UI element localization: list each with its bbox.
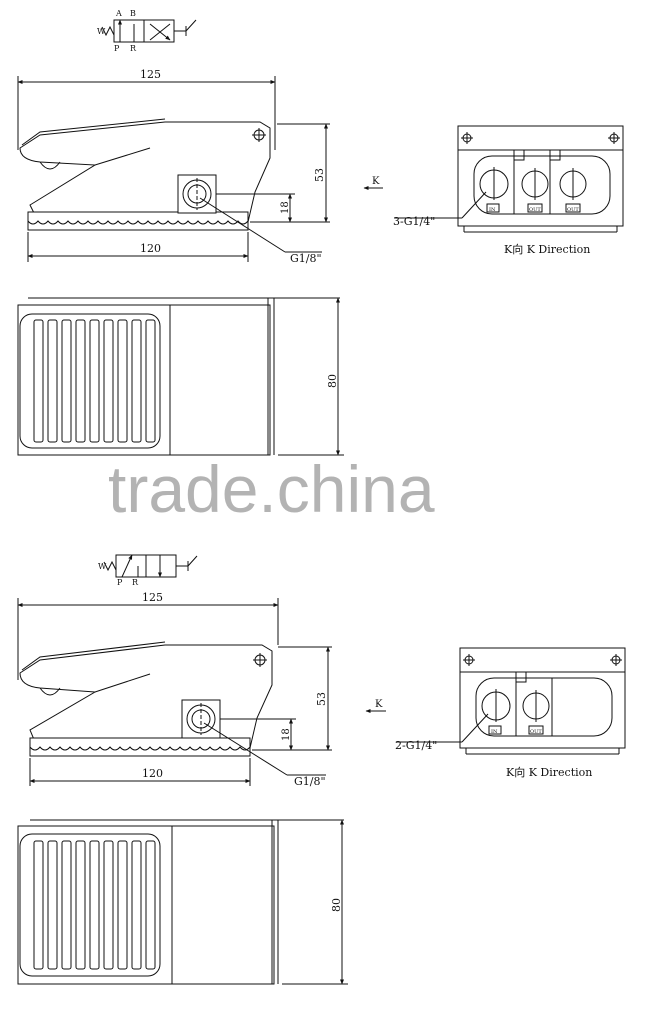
plan-view [17, 819, 348, 985]
k-port-tag-out: OUT [530, 729, 542, 735]
k-port-tag-in: IN [489, 207, 496, 213]
valve-symbol [101, 19, 197, 43]
dim-port-height-18: 18 [280, 201, 291, 214]
watermark: trade.china [108, 452, 435, 526]
plan-view [17, 297, 344, 456]
symbol-port-b: B [130, 9, 136, 18]
k-view-caption: K向 K Direction [504, 242, 590, 256]
k-view-caption: K向 K Direction [506, 765, 592, 779]
pedal-actuator-icon [174, 19, 197, 36]
symbol-port-r: R [130, 44, 137, 53]
symbol-port-w: W [97, 27, 106, 36]
side-view [17, 76, 330, 262]
k-port-callout: 2-G1/4" [395, 739, 437, 752]
port-callout-g18: G1/8" [294, 775, 326, 788]
k-view [395, 125, 624, 233]
k-port-callout: 3-G1/4" [393, 215, 435, 228]
side-view [17, 598, 332, 786]
dim-port-height-18: 18 [281, 728, 292, 741]
dim-width-80: 80 [330, 898, 343, 912]
valve-symbol [103, 554, 198, 578]
symbol-port-r: R [132, 578, 139, 587]
k-port-tag-out-1: OUT [529, 207, 541, 213]
view-three-port: W A B P R [17, 9, 624, 456]
k-port-tag-in: IN [491, 729, 498, 735]
dim-height-53: 53 [315, 692, 328, 706]
dim-length-125: 125 [140, 68, 161, 81]
k-arrow-label: K [372, 176, 380, 187]
spring-icon [101, 25, 115, 37]
k-arrow-label: K [375, 699, 383, 710]
dim-height-53: 53 [313, 168, 326, 182]
dim-length-120: 120 [142, 767, 163, 780]
k-port-tag-out-2: OUT [567, 207, 579, 213]
symbol-port-w: W [98, 562, 107, 571]
port-callout-g18: G1/8" [290, 252, 322, 265]
symbol-port-p: P [114, 44, 120, 53]
view-two-port: W P R [17, 554, 626, 985]
dim-length-125: 125 [142, 591, 163, 604]
dim-width-80: 80 [326, 374, 339, 388]
symbol-port-p: P [117, 578, 123, 587]
symbol-port-a: A [115, 9, 122, 18]
spring-icon [103, 560, 117, 572]
pedal-actuator-icon [176, 555, 198, 571]
k-view [396, 647, 626, 755]
dim-length-120: 120 [140, 242, 161, 255]
